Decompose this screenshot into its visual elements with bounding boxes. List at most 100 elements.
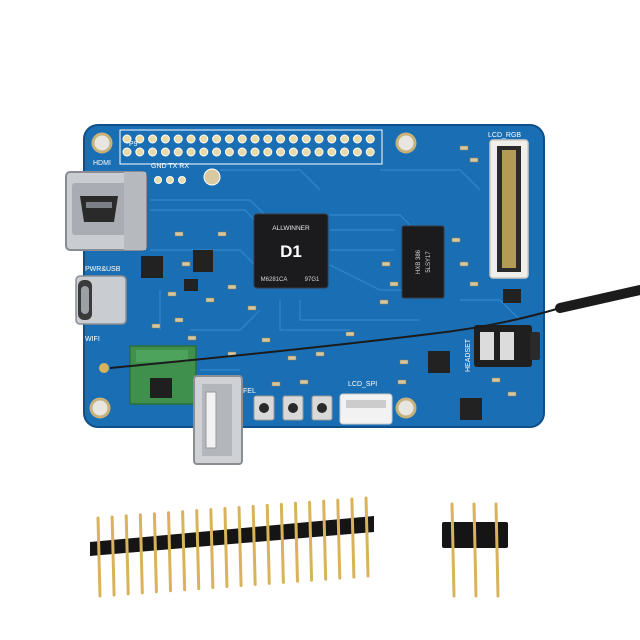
lcd-spi-label: LCD_SPI: [348, 381, 377, 388]
gpio-pin-hole: [276, 134, 286, 144]
gpio-pin-hole: [173, 134, 183, 144]
small-ics: [141, 250, 521, 420]
smd-part: [271, 381, 281, 387]
gpio-pin-hole: [314, 147, 324, 157]
gpio-pin-hole: [224, 134, 234, 144]
long-header-body: [90, 516, 374, 556]
smd-part: [174, 231, 184, 237]
gpio-pin-hole: [199, 147, 209, 157]
p9-label: P9: [129, 141, 138, 148]
gpio-pin-hole: [160, 134, 170, 144]
gpio-pin-hole: [327, 134, 337, 144]
gpio-pin-hole: [237, 147, 247, 157]
gpio-pin-hole: [352, 147, 362, 157]
usb-a-icon: [193, 375, 243, 465]
antenna-icon: [99, 285, 640, 373]
header-pin: [124, 514, 130, 596]
header-pin: [322, 499, 328, 581]
soc-model: D1: [280, 242, 302, 261]
header-pin: [96, 516, 102, 598]
pwr-usb-label: PWR&USB: [85, 266, 121, 273]
gpio-pin-hole: [340, 134, 350, 144]
header-pin: [450, 502, 456, 598]
header-pin: [350, 497, 356, 579]
debug-pins-label: GND TX RX: [151, 163, 189, 170]
smd-part: [381, 261, 391, 267]
smd-part: [151, 323, 161, 329]
gpio-pin-hole: [237, 134, 247, 144]
gpio-pin-hole: [148, 147, 158, 157]
short-pin-header: [442, 502, 508, 598]
gpio-pin-hole: [365, 147, 375, 157]
smd-part: [399, 359, 409, 365]
gpio-pin-hole: [288, 147, 298, 157]
smd-part: [469, 281, 479, 287]
smd-part: [205, 297, 215, 303]
usb-c-icon: [75, 275, 127, 325]
wifi-module: [129, 345, 197, 405]
header-pin: [364, 496, 370, 578]
header-pin: [110, 515, 116, 597]
long-pin-header: [90, 496, 374, 598]
smd-part: [469, 157, 479, 163]
gpio-pin-hole: [250, 134, 260, 144]
gpio-pin-hole: [263, 147, 273, 157]
gpio-pin-hole: [173, 147, 183, 157]
header-pin: [265, 503, 271, 585]
smd-part: [174, 317, 184, 323]
gpio-pin-hole: [186, 147, 196, 157]
audio-jack-icon: [474, 325, 540, 367]
smd-part: [459, 145, 469, 151]
smd-part: [167, 291, 177, 297]
gpio-pin-hole: [301, 134, 311, 144]
headset-label: HEADSET: [465, 338, 472, 372]
header-pin: [237, 505, 243, 587]
header-pin: [195, 509, 201, 591]
gpio-pin-hole: [288, 134, 298, 144]
gpio-pin-hole: [276, 147, 286, 157]
smd-part: [397, 379, 407, 385]
header-pin: [472, 502, 478, 598]
smd-part: [507, 391, 517, 397]
soc-chip: ALLWINNER D1 M6281CA 97G1: [253, 213, 329, 289]
hdmi-label: HDMI: [93, 160, 111, 167]
gpio-pin-hole: [122, 134, 132, 144]
smd-part: [299, 379, 309, 385]
gpio-pin-hole: [263, 134, 273, 144]
smd-part: [217, 231, 227, 237]
gpio-pin-hole: [327, 147, 337, 157]
header-pin: [152, 512, 158, 594]
gpio-pin-hole: [199, 134, 209, 144]
gpio-pin-hole: [135, 134, 145, 144]
wifi-label: WIFI: [85, 336, 100, 343]
gpio-pin-hole: [340, 147, 350, 157]
gpio-pin-hole: [212, 134, 222, 144]
gpio-pin-hole: [314, 134, 324, 144]
header-pin: [279, 502, 285, 584]
debug-pins: [154, 168, 221, 186]
smd-part: [247, 305, 257, 311]
header-pin: [209, 508, 215, 590]
smd-part: [187, 335, 197, 341]
gpio-pin-hole: [301, 147, 311, 157]
smd-part: [261, 337, 271, 343]
ram-line1: HXB 386: [416, 249, 422, 274]
header-pin: [293, 501, 299, 583]
gpio-pin-hole: [212, 147, 222, 157]
hdmi-port-icon: [65, 171, 147, 251]
soc-batch: 97G1: [305, 277, 320, 283]
smd-part: [287, 355, 297, 361]
gpio-pin-hole: [186, 134, 196, 144]
gpio-pin-hole: [160, 147, 170, 157]
header-pin: [336, 498, 342, 580]
push-buttons: [253, 395, 333, 421]
fel-label: FEL: [243, 388, 256, 395]
smd-part: [491, 377, 501, 383]
lcd-spi-connector: [339, 393, 393, 425]
smd-components: [151, 145, 529, 397]
header-pin: [308, 500, 314, 582]
gpio-pin-hole: [135, 147, 145, 157]
header-pin: [251, 504, 257, 586]
ram-line2: 5LSY17: [426, 251, 432, 273]
gpio-pin-hole: [224, 147, 234, 157]
